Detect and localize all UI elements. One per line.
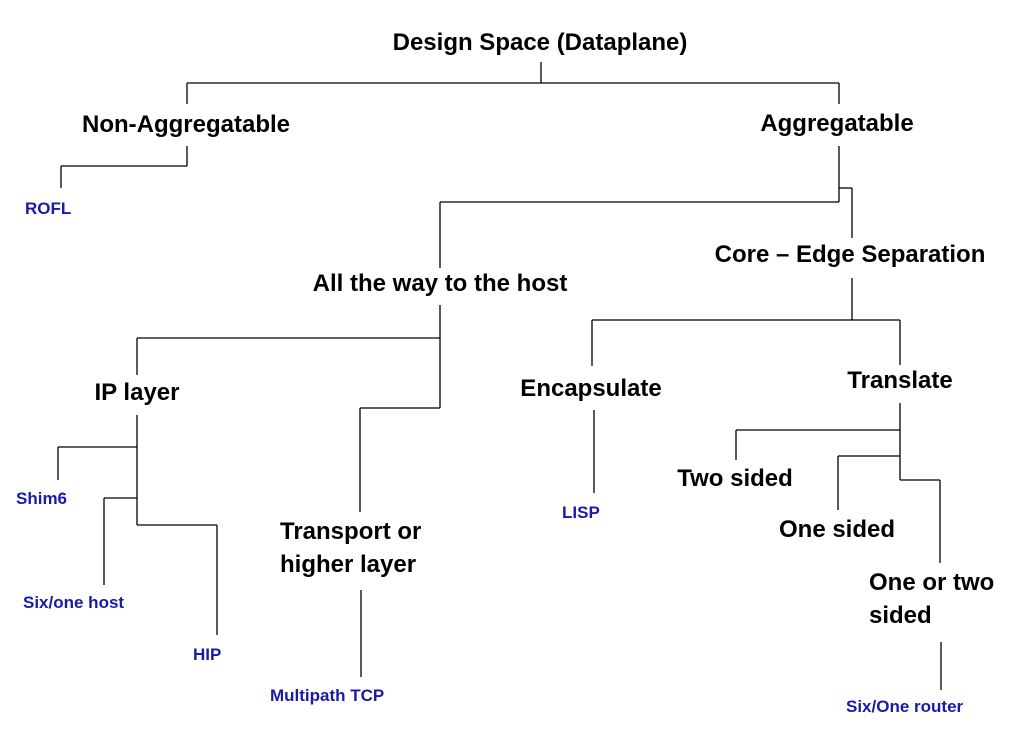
leaf-multipath-tcp: Multipath TCP	[270, 686, 385, 705]
node-one-or-two-line-1: One or two	[869, 569, 995, 596]
leaf-shim6: Shim6	[16, 489, 68, 508]
node-core-edge-separation: Core – Edge Separation	[714, 241, 986, 268]
node-all-the-way-to-the-host: All the way to the host	[312, 270, 568, 297]
node-transport-line-2: higher layer	[280, 551, 417, 578]
node-transport-or-higher-layer: Transport or higher layer	[280, 517, 421, 580]
leaf-hip: HIP	[193, 645, 222, 664]
node-one-or-two-sided: One or two sided	[869, 568, 994, 631]
node-aggregatable: Aggregatable	[760, 110, 914, 137]
node-transport-line-1: Transport or	[280, 518, 422, 545]
node-one-sided: One sided	[778, 516, 896, 543]
leaf-six-one-router: Six/One router	[846, 697, 964, 716]
node-non-aggregatable: Non-Aggregatable	[81, 111, 291, 138]
leaf-six-one-host: Six/one host	[23, 593, 125, 612]
node-encapsulate: Encapsulate	[520, 375, 662, 402]
node-ip-layer: IP layer	[94, 379, 180, 406]
root-label: Design Space (Dataplane)	[392, 29, 688, 56]
leaf-rofl: ROFL	[25, 199, 72, 218]
node-two-sided: Two sided	[677, 465, 793, 492]
node-translate: Translate	[847, 367, 953, 394]
node-one-or-two-line-2: sided	[869, 602, 932, 629]
leaf-lisp: LISP	[562, 503, 600, 522]
